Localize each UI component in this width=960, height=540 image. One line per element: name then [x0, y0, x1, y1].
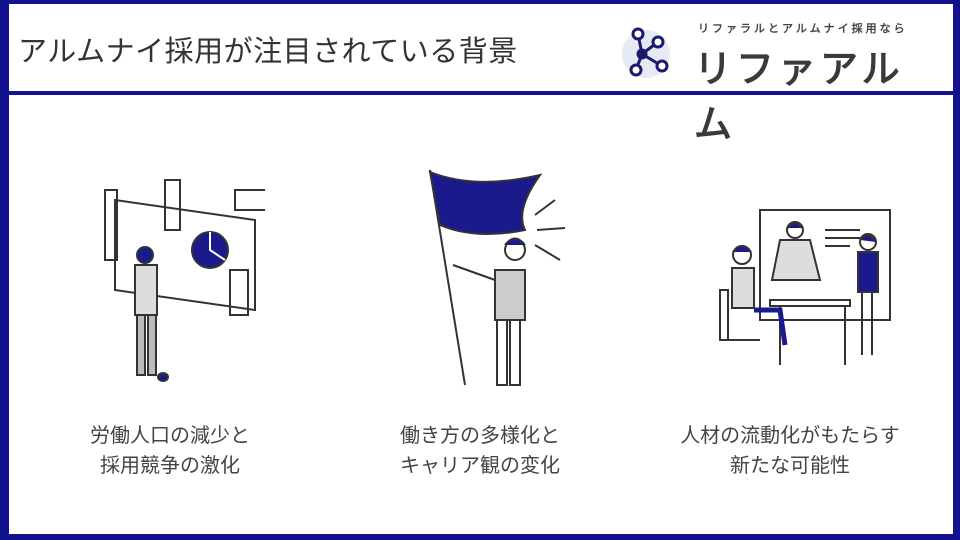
caption-line: キャリア観の変化 — [400, 453, 560, 477]
logo-tagline: リファラルとアルムナイ採用なら — [698, 22, 908, 35]
presentation-chart-illustration — [45, 160, 285, 390]
flag-person-illustration — [355, 160, 595, 390]
page-title: アルムナイ採用が注目されている背景 — [18, 34, 518, 68]
reason-caption-3: 人材の流動化がもたらす 新たな可能性 — [640, 420, 940, 480]
header-divider — [0, 91, 960, 95]
logo-network-icon — [622, 27, 670, 78]
meeting-illustration — [680, 160, 920, 380]
caption-line: 人材の流動化がもたらす — [680, 423, 900, 447]
caption-line: 働き方の多様化と — [400, 423, 560, 447]
caption-line: 採用競争の激化 — [100, 453, 240, 477]
caption-line: 新たな可能性 — [730, 453, 850, 477]
brand-logo: リファラルとアルムナイ採用なら リファアルム — [620, 14, 930, 146]
caption-line: 労働人口の減少と — [90, 423, 250, 447]
reason-caption-2: 働き方の多様化と キャリア観の変化 — [330, 420, 630, 480]
reason-caption-1: 労働人口の減少と 採用競争の激化 — [20, 420, 320, 480]
logo-name: リファアルム — [694, 47, 904, 146]
